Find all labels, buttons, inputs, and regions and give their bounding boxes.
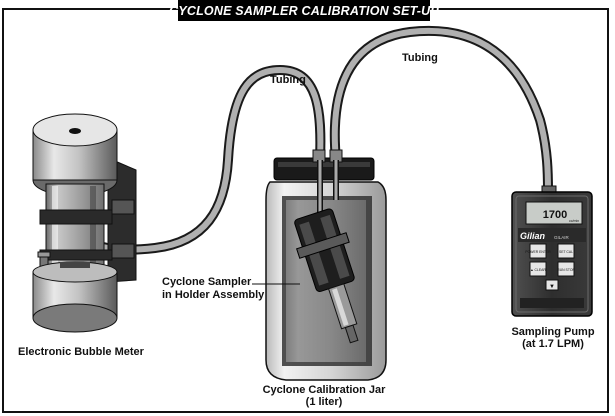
power-enter-button[interactable] — [529, 243, 547, 259]
tubing-right-label: Tubing — [402, 52, 438, 64]
clear-label: ▲ CLEAR — [530, 268, 546, 272]
tubing-right — [329, 25, 553, 197]
jar-label-line1: Cyclone Calibration Jar — [262, 384, 386, 396]
clear-button[interactable] — [529, 261, 547, 277]
run-stop-button[interactable] — [557, 261, 575, 277]
down-arrow-button[interactable] — [545, 279, 559, 291]
sampling-pump — [511, 185, 593, 317]
cyclone-sampler-label-line1: Cyclone Sampler — [162, 276, 252, 288]
tubing-left-label: Tubing — [270, 74, 306, 86]
calibration-jar — [265, 149, 387, 381]
bubble-meter-label: Electronic Bubble Meter — [18, 346, 144, 358]
set-cal-button[interactable] — [557, 243, 575, 259]
pump-label-line2: (at 1.7 LPM) — [522, 338, 584, 350]
pump-display — [525, 201, 583, 225]
jar-label-line2: (1 liter) — [305, 396, 343, 408]
down-arrow-icon: ▼ — [549, 284, 555, 290]
title-banner: CYCLONE SAMPLER CALIBRATION SET-UP — [169, 0, 439, 21]
bubble-meter — [32, 113, 137, 333]
cyclone-sampler-label-line2: in Holder Assembly — [162, 289, 265, 301]
power-enter-label: POWER ENTER — [525, 250, 551, 254]
diagram-title: CYCLONE SAMPLER CALIBRATION SET-UP — [169, 3, 439, 18]
run-stop-label: RUN STOP — [557, 268, 575, 272]
pump-label-line1: Sampling Pump — [511, 326, 595, 338]
pump-display-unit: cc/min — [569, 219, 579, 223]
cyclone-sampler — [294, 208, 359, 344]
pump-brand-suffix: GILAIR — [554, 235, 570, 240]
pump-brand: Gilian — [520, 231, 546, 241]
set-cal-label: SET CAL — [559, 250, 573, 254]
pump-display-value: 1700 — [543, 209, 567, 221]
